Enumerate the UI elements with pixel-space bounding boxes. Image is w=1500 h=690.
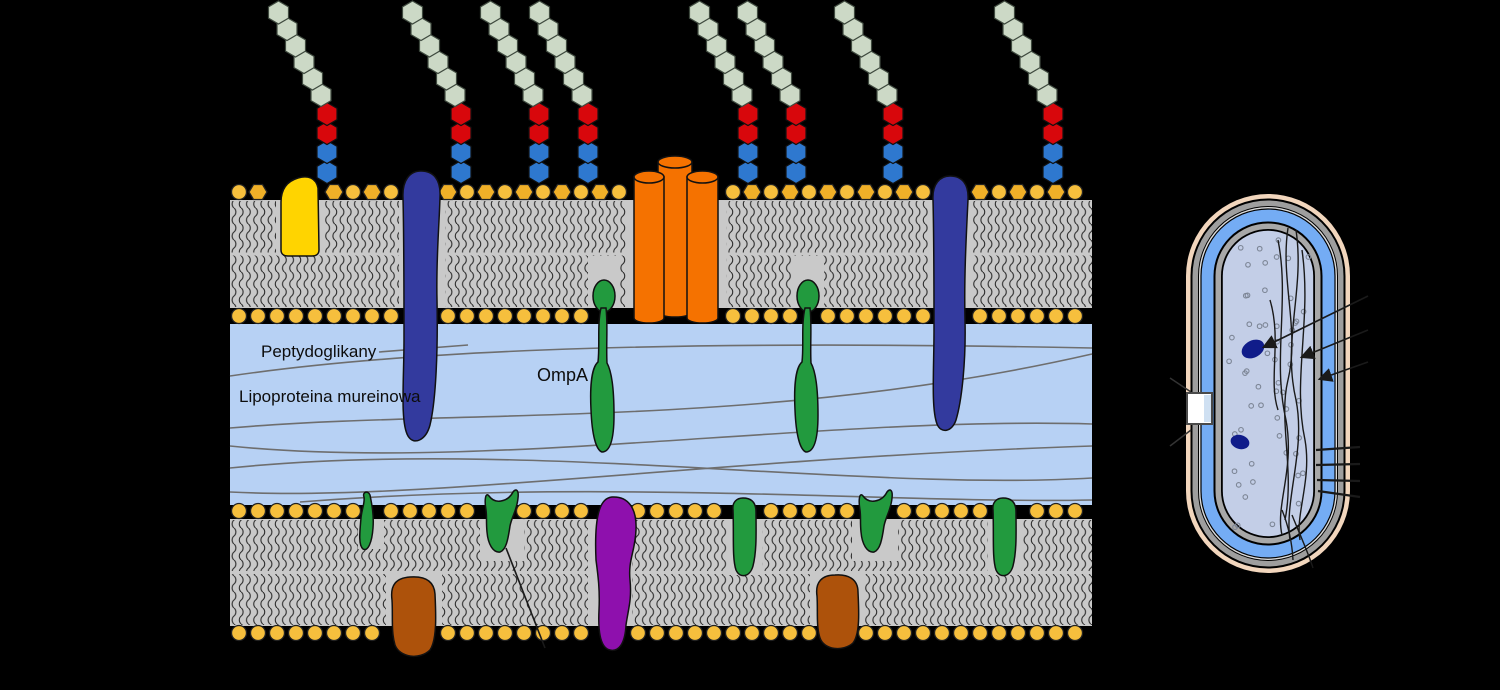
bacterium-cross-section [1169,194,1369,573]
lps-chains [267,0,1064,185]
label-murein-lipoprotein: Lipoproteina mureinowa [239,387,421,406]
pointer-lines [505,547,546,649]
label-ompa: OmpA [537,365,589,385]
label-peptidoglycans: Peptydoglikany [261,342,377,361]
membrane-proteins [280,155,1017,657]
